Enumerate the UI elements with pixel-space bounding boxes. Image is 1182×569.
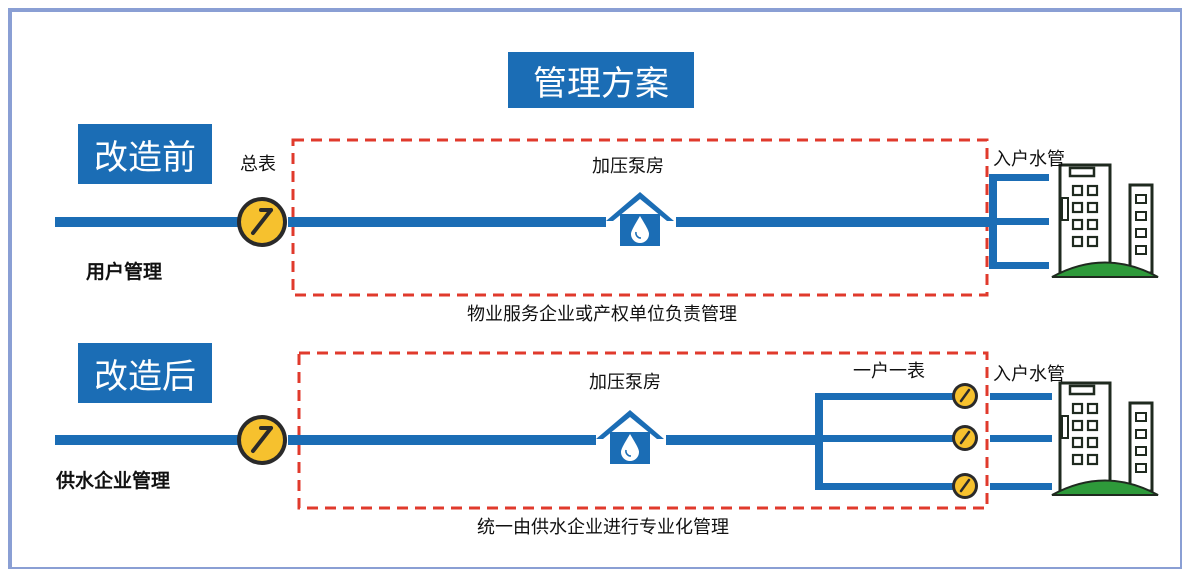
after-pipe-label: 入户水管 [993, 364, 1065, 385]
after-main-pipe-right [666, 435, 822, 445]
after-label: 改造后 [78, 343, 212, 403]
household-meter-icon [952, 425, 978, 451]
water-meter-icon [237, 197, 287, 247]
after-dashed-boundary [297, 351, 989, 510]
pump-house-icon [606, 192, 674, 246]
before-label: 改造前 [78, 124, 212, 184]
after-pump-label: 加压泵房 [589, 372, 661, 393]
before-branch-3 [989, 262, 1049, 269]
outer-frame [8, 8, 1182, 569]
before-main-pipe-left [55, 217, 240, 227]
household-meter-icon [952, 383, 978, 409]
before-pipe-label: 入户水管 [993, 149, 1065, 170]
after-house-pipe-3 [990, 483, 1052, 490]
before-main-pipe-right [676, 217, 993, 227]
main-meter-label: 总表 [240, 154, 276, 175]
water-meter-icon [237, 415, 287, 465]
after-management-label: 供水企业管理 [56, 470, 171, 492]
before-branch-1 [989, 174, 1049, 181]
after-branch-1 [815, 393, 955, 400]
before-caption: 物业服务企业或产权单位负责管理 [467, 304, 737, 325]
before-management-label: 用户管理 [86, 261, 163, 283]
after-branch-2 [815, 435, 955, 442]
building-icon [1051, 381, 1159, 496]
after-branch-3 [815, 483, 955, 490]
before-branch-2 [989, 218, 1049, 225]
after-house-pipe-1 [990, 393, 1052, 400]
after-caption: 统一由供水企业进行专业化管理 [477, 517, 729, 538]
before-main-pipe-middle [288, 217, 606, 227]
before-pump-label: 加压泵房 [592, 156, 664, 177]
household-meter-icon [952, 473, 978, 499]
after-main-pipe-middle [288, 435, 596, 445]
building-icon [1051, 163, 1159, 278]
household-meter-label: 一户一表 [853, 361, 925, 382]
title-label: 管理方案 [508, 52, 694, 108]
after-house-pipe-2 [990, 435, 1052, 442]
after-main-pipe-left [55, 435, 240, 445]
pump-house-icon [596, 410, 664, 464]
